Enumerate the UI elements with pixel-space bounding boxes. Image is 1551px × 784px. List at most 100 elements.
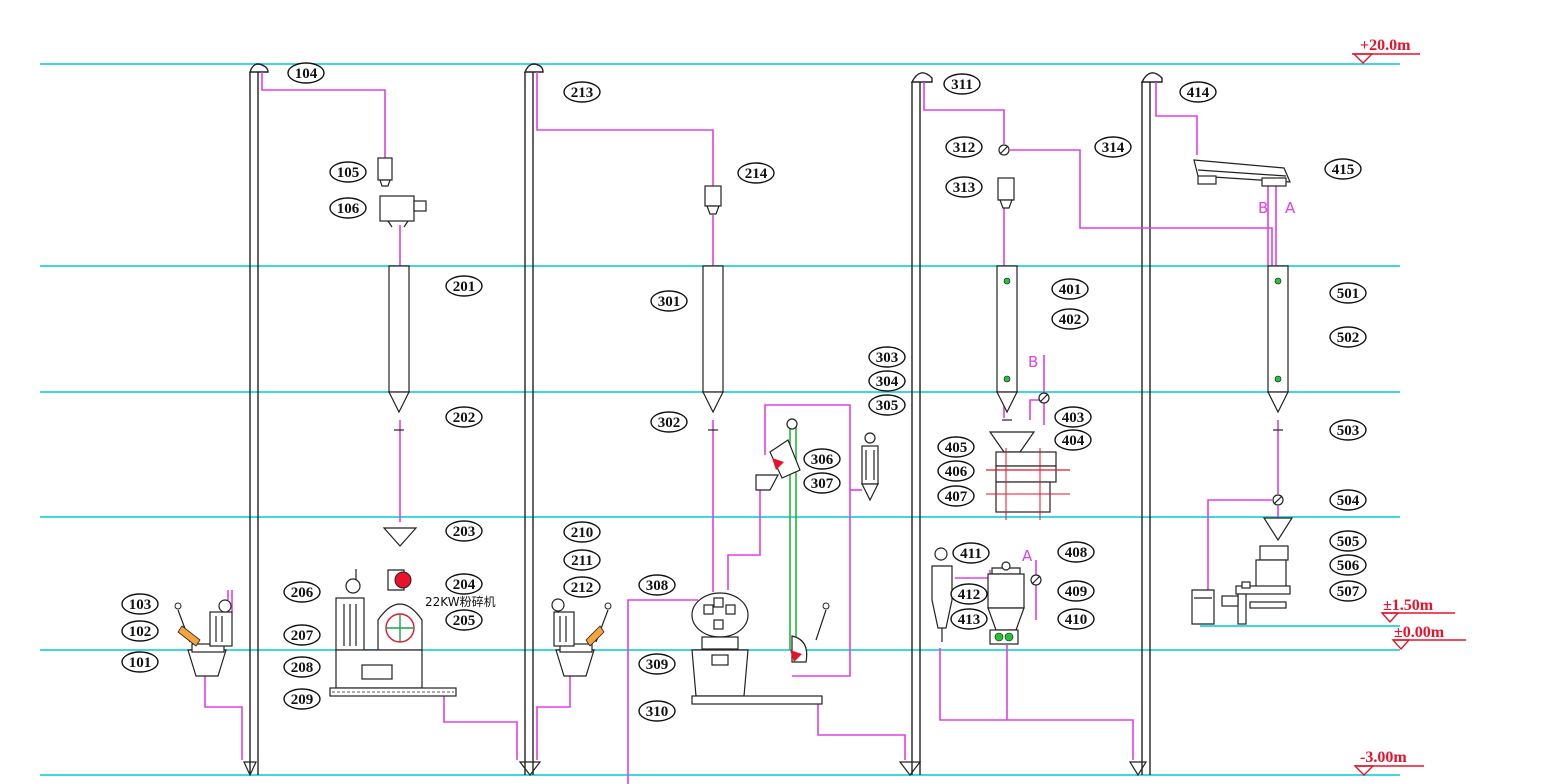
callout-401: 401	[1051, 278, 1089, 300]
svg-text:404: 404	[1062, 433, 1085, 449]
callout-305: 305	[868, 394, 906, 416]
svg-text:313: 313	[953, 180, 976, 196]
callout-402: 402	[1051, 308, 1089, 330]
svg-text:312: 312	[953, 140, 976, 156]
svg-text:305: 305	[876, 398, 899, 414]
callout-501: 501	[1329, 282, 1367, 304]
callout-415: 415	[1324, 158, 1362, 180]
svg-text:309: 309	[646, 657, 669, 673]
svg-text:411: 411	[960, 546, 982, 562]
svg-text:203: 203	[453, 524, 476, 540]
hammer-mill-204	[377, 569, 423, 651]
svg-text:407: 407	[945, 489, 968, 505]
svg-text:213: 213	[571, 85, 594, 101]
pulse-filter-206	[335, 569, 365, 651]
svg-text:402: 402	[1059, 312, 1082, 328]
intake-pit-1	[174, 599, 233, 677]
svg-text:208: 208	[291, 660, 314, 676]
callout-410: 410	[1057, 608, 1095, 630]
callout-212: 212	[563, 576, 601, 598]
elevation-marker-1-5: ±1.50m	[1380, 597, 1455, 624]
callout-106: 106	[329, 197, 367, 219]
callout-412: 412	[950, 583, 988, 605]
svg-text:311: 311	[951, 77, 973, 93]
cyclone-412	[931, 547, 953, 642]
callout-214: 214	[737, 162, 775, 184]
intake-pit-2	[551, 598, 612, 677]
callout-309: 309	[638, 653, 676, 675]
svg-text:408: 408	[1065, 545, 1088, 561]
callout-208: 208	[283, 656, 321, 678]
callout-213: 213	[563, 81, 601, 103]
silo-214	[704, 185, 722, 215]
callout-413: 413	[950, 608, 988, 630]
svg-text:314: 314	[1102, 140, 1125, 156]
svg-text:307: 307	[811, 476, 834, 492]
svg-text:106: 106	[337, 201, 360, 217]
elevator-306	[755, 418, 830, 663]
callout-306: 306	[803, 448, 841, 470]
callout-314: 314	[1094, 136, 1132, 158]
callout-310: 310	[638, 700, 676, 722]
callout-504: 504	[1329, 489, 1367, 511]
callout-406: 406	[937, 460, 975, 482]
callout-308: 308	[638, 574, 676, 596]
callout-104: 104	[287, 62, 325, 84]
silo-105-106	[377, 157, 427, 228]
callout-408: 408	[1057, 541, 1095, 563]
crusher-note: 22KW粉碎机	[425, 594, 496, 609]
svg-text:306: 306	[811, 452, 834, 468]
svg-text:401: 401	[1059, 282, 1082, 298]
callout-301: 301	[650, 290, 688, 312]
filter-303	[861, 432, 879, 502]
svg-text:104: 104	[295, 66, 318, 82]
valve-504	[1272, 494, 1284, 506]
elevation-label-top: +20.0m	[1360, 37, 1411, 54]
callout-502: 502	[1329, 326, 1367, 348]
elevation-marker-bottom: -3.00m	[1353, 749, 1424, 776]
callout-204: 204	[445, 573, 483, 595]
callout-312: 312	[945, 136, 983, 158]
svg-text:413: 413	[958, 612, 981, 628]
svg-text:304: 304	[876, 374, 899, 390]
feeder-203	[382, 527, 418, 547]
callout-102: 102	[121, 620, 159, 642]
valve-403	[1038, 392, 1050, 404]
callout-302: 302	[650, 411, 688, 433]
callout-201: 201	[445, 275, 483, 297]
svg-text:415: 415	[1332, 162, 1355, 178]
callout-414: 414	[1179, 81, 1217, 103]
callout-313: 313	[945, 176, 983, 198]
elevation-marker-0: ±0.00m	[1391, 624, 1466, 651]
material-pipes	[204, 72, 1279, 784]
callout-507: 507	[1329, 580, 1367, 602]
svg-text:105: 105	[337, 165, 360, 181]
svg-text:406: 406	[945, 464, 968, 480]
bin-501	[1267, 265, 1289, 431]
bucket-elevator-4	[1128, 72, 1163, 777]
svg-text:214: 214	[745, 166, 768, 182]
svg-text:503: 503	[1337, 423, 1360, 439]
svg-text:410: 410	[1065, 612, 1088, 628]
svg-text:310: 310	[646, 704, 669, 720]
svg-text:301: 301	[658, 294, 681, 310]
callout-503: 503	[1329, 419, 1367, 441]
svg-text:205: 205	[453, 613, 476, 629]
callout-505: 505	[1329, 530, 1367, 552]
svg-text:302: 302	[658, 415, 681, 431]
svg-text:501: 501	[1337, 286, 1360, 302]
callout-304: 304	[868, 370, 906, 392]
svg-text:505: 505	[1337, 534, 1360, 550]
svg-text:414: 414	[1187, 85, 1210, 101]
elevation-label-0: ±0.00m	[1394, 624, 1445, 641]
silo-313	[997, 177, 1015, 209]
bucket-elevator-1	[243, 63, 269, 777]
callout-211: 211	[563, 549, 601, 571]
svg-text:209: 209	[291, 692, 314, 708]
svg-text:101: 101	[129, 655, 152, 671]
callout-403: 403	[1054, 406, 1092, 428]
line-label-b-mid: B	[1028, 353, 1038, 371]
callout-404: 404	[1054, 429, 1092, 451]
callout-203: 203	[445, 520, 483, 542]
